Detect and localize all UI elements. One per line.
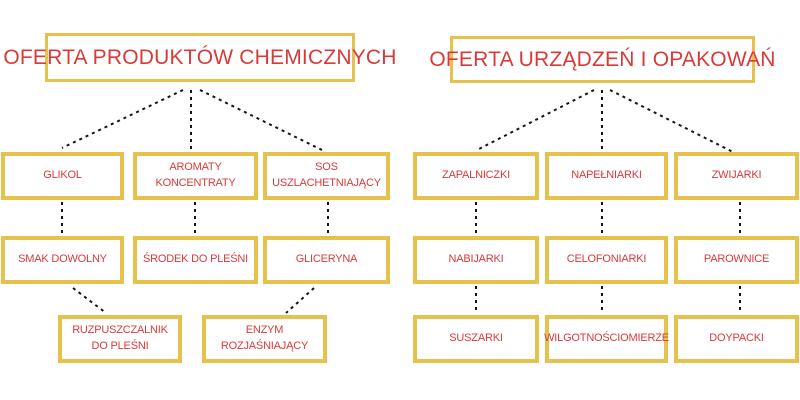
node-celofoniarki: CELOFONIARKI [545,236,668,284]
node-napelniarki: NAPEŁNIARKI [545,152,668,200]
node-doypacki: DOYPACKI [674,315,799,363]
node-wilgotnosciomierze: WILGOTNOŚCIOMIERZE [544,315,669,363]
node-zwijarki: ZWIJARKI [674,152,799,200]
connector-line [61,89,184,149]
node-sos-uszlachetniajacy: SOS USZLACHETNIAJĄCY [263,152,390,200]
connector-line [72,287,107,314]
connector-line [285,287,315,314]
node-aromaty-koncentraty: AROMATY KONCENTRATY [133,152,258,200]
node-gliceryna: GLICERYNA [263,236,390,284]
right-tree-title: OFERTA URZĄDZEŃ I OPAKOWAŃ [429,36,775,83]
node-srodek-do-plesni: ŚRODEK DO PLEŚNI [133,236,258,284]
node-smak-dowolny: SMAK DOWOLNY [1,236,124,284]
node-glikol: GLIKOL [1,152,124,200]
node-zapalniczki: ZAPALNICZKI [413,152,539,200]
left-tree-title: OFERTA PRODUKTÓW CHEMICZNYCH [3,33,396,82]
connector-line [199,89,323,151]
connector-line [609,89,734,153]
node-parownice: PAROWNICE [674,236,799,284]
node-enzym-rozjasniajacy: ENZYM ROZJAŚNIAJĄCY [202,315,327,363]
node-ruzpuszczalnik-do-plesni: RUZPUSZCZALNIK DO PLEŚNI [58,315,182,363]
connector-line [476,89,595,151]
node-suszarki: SUSZARKI [413,315,539,363]
node-nabijarki: NABIJARKI [413,236,539,284]
